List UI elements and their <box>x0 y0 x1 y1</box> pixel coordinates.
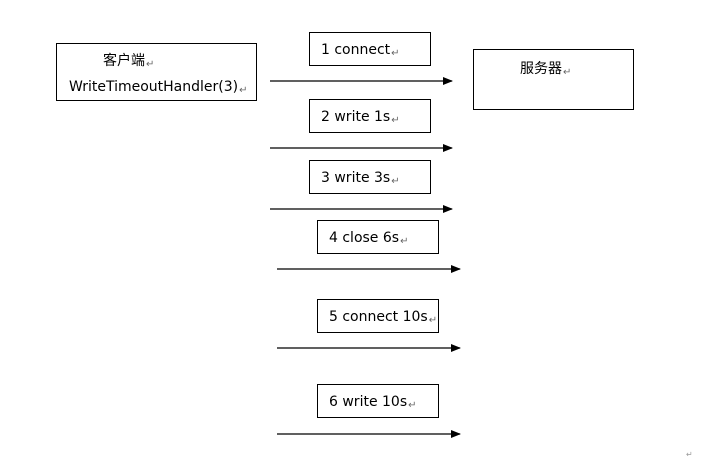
step-label-text: 3 write 3s <box>321 170 391 186</box>
paragraph-mark-icon: ↵ <box>391 48 400 59</box>
step-label: 2 write 1s↵ <box>321 109 400 127</box>
paragraph-mark-icon: ↵ <box>408 400 417 411</box>
step-label-text: 6 write 10s <box>329 394 408 410</box>
step-label-text: 4 close 6s <box>329 230 400 246</box>
client-handler-label: WriteTimeoutHandler(3)↵ <box>69 79 248 97</box>
paragraph-mark-icon: ↵ <box>391 176 400 187</box>
paragraph-mark-icon: ↵ <box>400 236 409 247</box>
step-label: 6 write 10s↵ <box>329 394 417 412</box>
client-title-text: 客户端 <box>103 53 145 69</box>
paragraph-mark-icon: ↵ <box>391 115 400 126</box>
step-label-text: 2 write 1s <box>321 109 391 125</box>
step-box-connect-10s: 5 connect 10s↵ <box>317 299 439 333</box>
server-title-text: 服务器 <box>520 61 562 77</box>
step-box-close-6s: 4 close 6s↵ <box>317 220 439 254</box>
step-label: 5 connect 10s↵ <box>329 309 437 327</box>
step-box-connect: 1 connect↵ <box>309 32 431 66</box>
client-title: 客户端↵ <box>103 53 154 71</box>
paragraph-mark-icon: ↵ <box>428 315 438 326</box>
paragraph-mark-icon: ↵ <box>146 59 155 70</box>
step-label-text: 1 connect <box>321 42 391 58</box>
step-label-text: 5 connect 10s <box>329 309 428 325</box>
server-node: 服务器↵ <box>473 49 634 110</box>
step-label: 3 write 3s↵ <box>321 170 400 188</box>
server-title: 服务器↵ <box>520 61 571 79</box>
paragraph-mark-icon: ↵ <box>563 67 572 78</box>
step-box-write-1s: 2 write 1s↵ <box>309 99 431 133</box>
step-box-write-10s: 6 write 10s↵ <box>317 384 439 418</box>
page-end-mark-icon: ↵ <box>686 450 693 459</box>
client-node: 客户端↵ WriteTimeoutHandler(3)↵ <box>56 43 257 101</box>
step-label: 4 close 6s↵ <box>329 230 408 248</box>
client-handler-text: WriteTimeoutHandler(3) <box>69 79 239 95</box>
step-box-write-3s: 3 write 3s↵ <box>309 160 431 194</box>
paragraph-mark-icon: ↵ <box>239 85 248 96</box>
step-label: 1 connect↵ <box>321 42 400 60</box>
